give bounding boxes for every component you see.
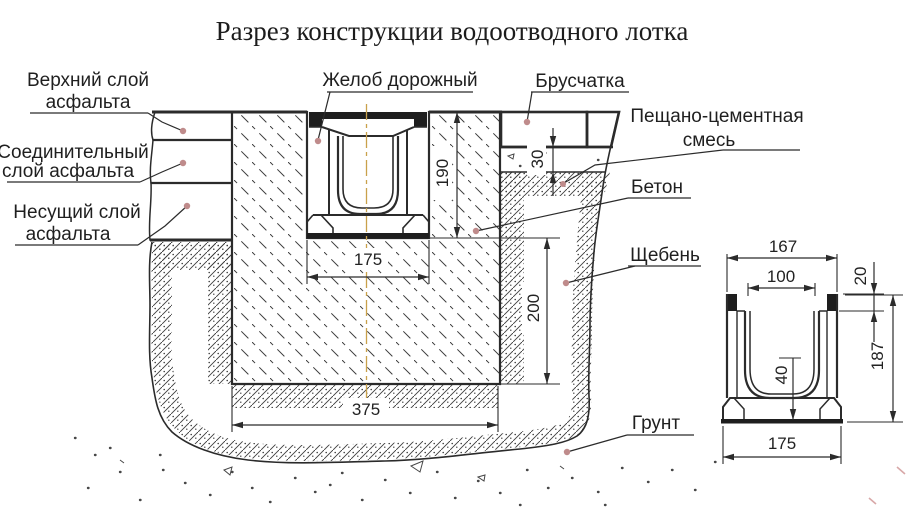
- dim-detail-inner-width: 100: [747, 267, 816, 296]
- label-asphalt-mid-line1: Соединительный: [0, 142, 149, 163]
- leader-dot: [183, 202, 191, 210]
- label-asphalt-mid: Соединительный слой асфальта: [0, 142, 187, 183]
- dim-bed-depth: 200: [498, 238, 560, 385]
- leader-dot: [523, 118, 531, 126]
- label-soil-text: Грунт: [632, 413, 681, 434]
- dim-detail-base-width: 175: [722, 426, 842, 464]
- label-asphalt-top: Верхний слой асфальта: [27, 70, 187, 135]
- gutter-main-view: [306, 112, 430, 239]
- soil-scatter: [73, 436, 906, 507]
- asphalt-binder-layer: [149, 139, 233, 184]
- dim-detail-outer-width: 167: [726, 237, 838, 292]
- dim-base-width: 375: [231, 386, 499, 432]
- page-title: Разрез конструкции водоотводного лотка: [216, 16, 689, 46]
- label-concrete: Бетон: [472, 177, 691, 235]
- trench-boundary-line: [148, 111, 620, 464]
- dim-text-190: 190: [433, 159, 452, 187]
- label-gutter-text: Желоб дорожный: [322, 70, 477, 91]
- dim-text-167: 167: [769, 237, 797, 256]
- asphalt-top-layer: [150, 111, 233, 141]
- label-asphalt-base-line2: асфальта: [26, 224, 111, 245]
- asphalt-layers: [148, 111, 233, 242]
- label-gutter: Желоб дорожный: [314, 70, 478, 145]
- dim-text-40: 40: [772, 366, 791, 385]
- label-sand-cement-line2: смесь: [683, 130, 736, 151]
- leader-dot: [179, 127, 187, 135]
- label-sand-cement-line1: Пещано-цементная: [630, 106, 803, 127]
- label-sand-cement: Пещано-цементная смесь: [560, 106, 804, 187]
- label-gravel-text: Щебень: [630, 245, 700, 266]
- leader-dot: [472, 227, 480, 235]
- label-asphalt-top-line1: Верхний слой: [27, 70, 149, 91]
- pavers-and-bed: [499, 110, 621, 173]
- dim-detail-lip: 20: [839, 262, 884, 342]
- label-soil: Грунт: [563, 413, 694, 456]
- label-pavers-text: Брусчатка: [535, 71, 625, 92]
- dim-gutter-height: 190: [429, 111, 560, 239]
- label-concrete-text: Бетон: [631, 177, 683, 198]
- label-pavers: Брусчатка: [523, 71, 629, 126]
- dim-text-187: 187: [868, 342, 887, 370]
- detail-view: 167 100 20 187 40 175: [721, 237, 903, 464]
- leader-dot: [563, 448, 571, 456]
- leader-dot: [179, 159, 187, 167]
- dim-text-20: 20: [851, 267, 870, 286]
- dim-gutter-width: 175: [306, 240, 430, 284]
- label-asphalt-base: Несущий слой асфальта: [13, 202, 191, 246]
- gutter-detail-profile: [721, 294, 843, 424]
- leader-dot: [560, 181, 566, 187]
- label-gravel: Щебень: [562, 245, 701, 287]
- leader-dot: [314, 137, 322, 145]
- dim-text-200: 200: [524, 294, 543, 322]
- paver-brick: [585, 110, 621, 149]
- dim-text-30: 30: [528, 150, 547, 169]
- asphalt-base-layer: [148, 182, 233, 241]
- label-asphalt-top-line2: асфальта: [46, 92, 131, 113]
- dim-text-375: 375: [352, 400, 380, 419]
- label-asphalt-mid-line2: слой асфальта: [2, 161, 135, 182]
- dim-text-175-detail: 175: [768, 434, 796, 453]
- dim-text-175-main: 175: [354, 250, 382, 269]
- paver-brick: [499, 110, 589, 149]
- label-asphalt-base-line1: Несущий слой: [13, 202, 140, 223]
- dim-text-100: 100: [767, 267, 795, 286]
- dim-detail-height: 187: [845, 294, 903, 423]
- leader-dot: [562, 279, 570, 287]
- dim-sand-layer: 30: [527, 128, 557, 196]
- gravel-hatch-bands: [151, 172, 610, 462]
- dim-detail-bottom: 40: [772, 357, 801, 420]
- main-section-view: 190 175 200 375 30: [0, 70, 906, 507]
